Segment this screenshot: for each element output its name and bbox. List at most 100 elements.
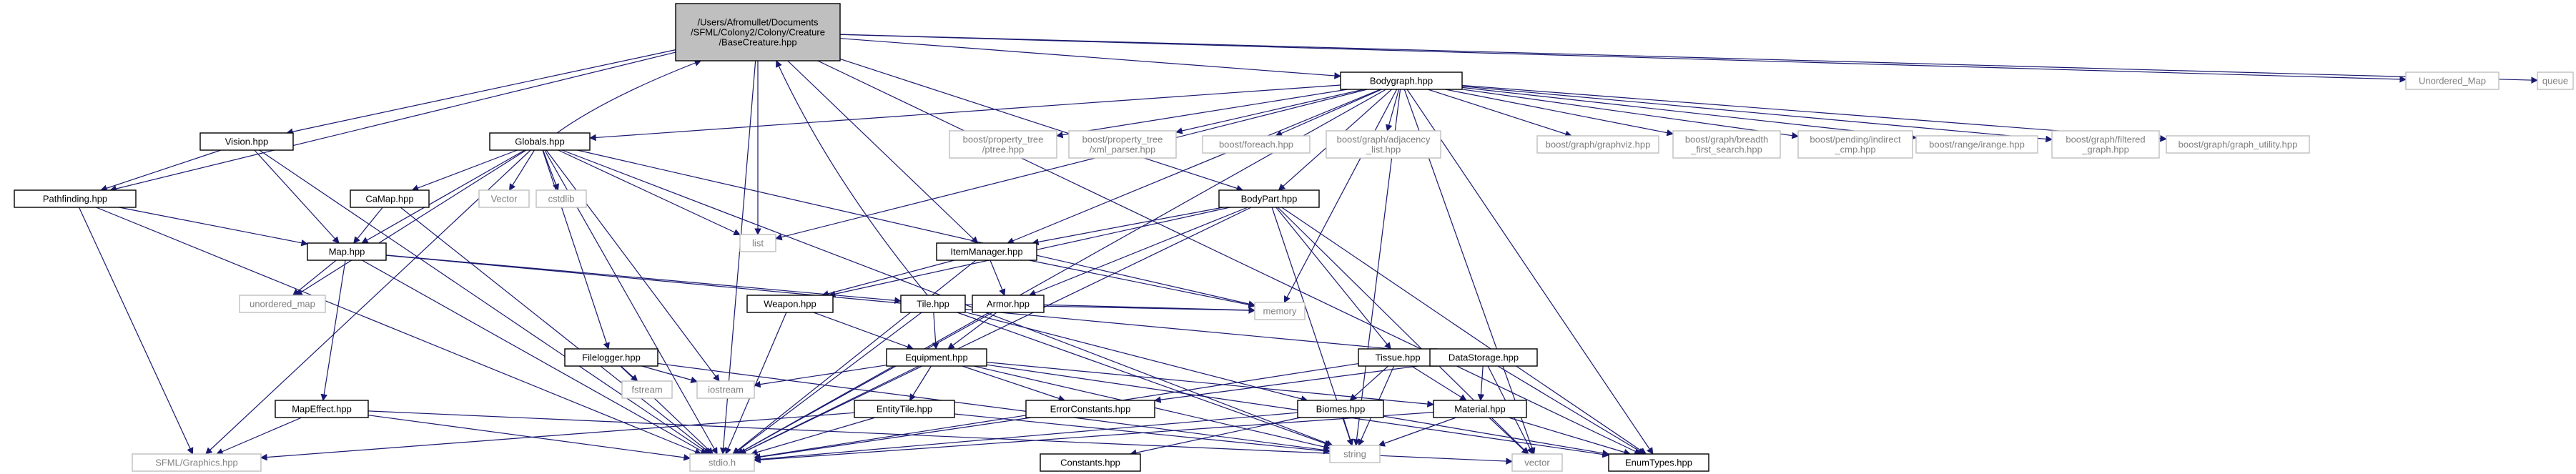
- edge-itemmanager-to-armor: [990, 260, 1006, 296]
- node-label: /BaseCreature.hpp: [719, 37, 796, 48]
- node-label: unordered_map: [250, 299, 315, 310]
- edge-pathfinding-to-sfml: [78, 207, 194, 455]
- edge-globals-to-list: [558, 149, 741, 236]
- edge-filelogger-to-stdio: [620, 365, 714, 455]
- node-box: [350, 189, 430, 208]
- node-box: [696, 380, 755, 399]
- node-material[interactable]: Material.hpp: [1433, 400, 1527, 418]
- edge-bodygraph-to-memory: [1283, 89, 1398, 303]
- node-foreach: boost/foreach.hpp: [1202, 135, 1311, 154]
- node-box: [1202, 135, 1311, 154]
- node-label: memory: [1263, 306, 1297, 317]
- node-adjacency: boost/graph/adjacency_list.hpp: [1326, 130, 1441, 159]
- node-box: [1068, 130, 1177, 159]
- node-equipment[interactable]: Equipment.hpp: [886, 348, 987, 367]
- node-vector: vector: [1511, 453, 1563, 472]
- node-list: list: [739, 234, 776, 252]
- edge-globals-to-unordered_map: [295, 149, 527, 296]
- edge-globals-to-memory: [577, 149, 1255, 307]
- node-errorconstants[interactable]: ErrorConstants.hpp: [1025, 400, 1155, 418]
- node-box: [900, 295, 966, 313]
- node-map[interactable]: Map.hpp: [307, 242, 387, 261]
- node-box: [1329, 445, 1381, 463]
- node-armor[interactable]: Armor.hpp: [972, 295, 1045, 313]
- node-box: [478, 189, 530, 208]
- edge-entitytile-to-stdio: [750, 417, 876, 456]
- node-label: boost/foreach.hpp: [1219, 139, 1293, 150]
- node-box: [949, 130, 1057, 159]
- node-pathfinding[interactable]: Pathfinding.hpp: [14, 189, 137, 208]
- edge-tissue-to-material: [1411, 365, 1467, 401]
- node-mapeffect[interactable]: MapEffect.hpp: [275, 400, 369, 418]
- edge-equipment-to-entitytile: [909, 365, 932, 401]
- node-bodygraph[interactable]: Bodygraph.hpp: [1340, 71, 1463, 90]
- node-constants[interactable]: Constants.hpp: [1040, 453, 1141, 472]
- node-label: EnumTypes.hpp: [1625, 458, 1692, 468]
- node-label: Unordered_Map: [2419, 76, 2486, 87]
- node-box: [564, 348, 658, 367]
- node-queue: queue: [2537, 71, 2574, 90]
- node-weapon[interactable]: Weapon.hpp: [746, 295, 834, 313]
- node-box: [2166, 135, 2310, 154]
- node-bodypart[interactable]: BodyPart.hpp: [1218, 189, 1320, 208]
- edge-material-to-string: [1378, 417, 1456, 447]
- edge-root-to-pathfinding: [109, 51, 676, 192]
- node-filelogger[interactable]: Filelogger.hpp: [564, 348, 658, 367]
- edge-bodygraph-to-graphviz: [1427, 89, 1572, 137]
- node-label: /Users/Afromullet/Documents: [697, 17, 819, 28]
- node-globals[interactable]: Globals.hpp: [489, 132, 591, 151]
- edge-filelogger-to-iostream: [641, 365, 698, 384]
- edge-map-to-mapeffect: [320, 260, 346, 401]
- node-iostream: iostream: [696, 380, 755, 399]
- node-bfs: boost/graph/breadth_first_search.hpp: [1672, 130, 1781, 159]
- node-label: boost/property_tree: [963, 134, 1044, 145]
- edge-datastorage-to-enumtypes: [1497, 365, 1645, 455]
- node-root[interactable]: /Users/Afromullet/Documents/SFML/Colony2…: [675, 3, 841, 61]
- edge-globals-to-camap: [411, 149, 518, 192]
- node-label: boost/pending/indirect: [1810, 134, 1901, 145]
- edge-bodypart-to-enumtypes: [1281, 207, 1647, 455]
- node-label: fstream: [631, 385, 662, 395]
- edge-weapon-to-equipment: [813, 312, 914, 350]
- node-tile[interactable]: Tile.hpp: [900, 295, 966, 313]
- node-fstream: fstream: [621, 380, 673, 399]
- edge-tile-to-string: [957, 312, 1332, 447]
- node-box: [1511, 453, 1563, 472]
- node-itemmanager[interactable]: ItemManager.hpp: [936, 242, 1037, 261]
- edge-globals-to-map: [361, 149, 525, 244]
- node-label: Filelogger.hpp: [582, 352, 641, 363]
- edge-root-to-enumtypes: [817, 60, 1642, 455]
- node-stdio: stdio.h: [689, 453, 755, 472]
- node-enumtypes[interactable]: EnumTypes.hpp: [1608, 453, 1709, 472]
- edge-bodygraph-to-filtered: [1461, 86, 2053, 143]
- edge-bodygraph-to-enumtypes: [1406, 89, 1654, 455]
- node-label: MapEffect.hpp: [292, 404, 352, 415]
- node-label: boost/range/irange.hpp: [1929, 139, 2025, 150]
- node-vision[interactable]: Vision.hpp: [199, 132, 294, 151]
- node-xml_parser: boost/property_tree/xml_parser.hpp: [1068, 130, 1177, 159]
- node-label: boost/graph/breadth: [1685, 134, 1768, 145]
- node-box: [936, 242, 1037, 261]
- node-box: [2537, 71, 2574, 90]
- edge-datastorage-to-errorconstants: [1154, 364, 1431, 403]
- edge-mapeffect-to-sfml: [216, 417, 302, 455]
- node-entitytile[interactable]: EntityTile.hpp: [854, 400, 955, 418]
- node-memory: memory: [1254, 302, 1306, 320]
- edge-root-to-bodygraph: [839, 38, 1341, 79]
- node-datastorage[interactable]: DataStorage.hpp: [1429, 348, 1538, 367]
- node-box: [239, 295, 326, 313]
- node-label: Bodygraph.hpp: [1370, 76, 1433, 87]
- node-camap[interactable]: CaMap.hpp: [350, 189, 430, 208]
- edge-itemmanager-to-weapon: [821, 260, 954, 297]
- node-biomes[interactable]: Biomes.hpp: [1297, 400, 1384, 418]
- edge-tile-to-stdio: [733, 312, 922, 455]
- edge-globals-to-cstdlib: [542, 149, 559, 191]
- node-box: [14, 189, 137, 208]
- node-label: Constants.hpp: [1060, 458, 1120, 468]
- edge-mapeffect-to-stdio: [367, 415, 691, 461]
- node-label: BodyPart.hpp: [1241, 194, 1298, 204]
- node-tissue[interactable]: Tissue.hpp: [1358, 348, 1438, 367]
- node-label: boost/graph/graph_utility.hpp: [2178, 139, 2298, 150]
- node-unordered_map_cap: Unordered_Map: [2405, 71, 2499, 90]
- node-label: Vector: [491, 194, 518, 204]
